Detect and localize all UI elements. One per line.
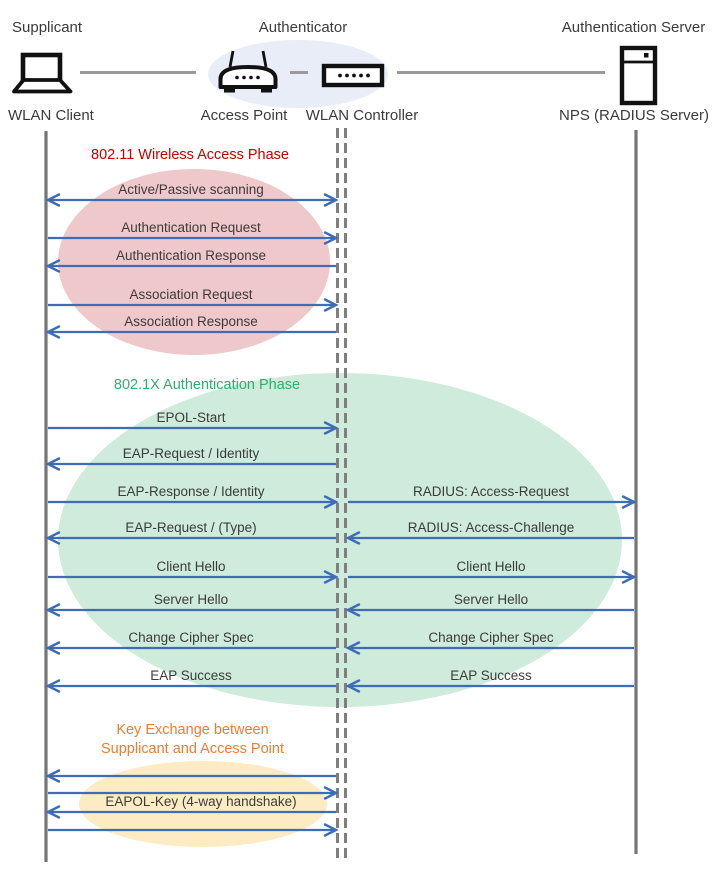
role-label-authenticator: Authenticator: [258, 19, 348, 36]
message-arrow: Authentication Response: [45, 248, 336, 273]
arrowhead-icon: [345, 679, 361, 693]
arrowhead-icon: [345, 531, 361, 545]
message-label: Client Hello: [456, 559, 525, 574]
phase3-ellipse: [79, 761, 327, 847]
server-icon: [619, 45, 658, 106]
message-arrow: Client Hello: [348, 559, 637, 584]
phase3-title-line1: Key Exchange between: [116, 722, 269, 738]
arrowhead-icon: [345, 603, 361, 617]
message-label: Change Cipher Spec: [128, 630, 254, 645]
arrowhead-icon: [621, 570, 637, 584]
message-arrow: EAP Success: [45, 668, 336, 693]
message-label: Association Request: [129, 287, 252, 302]
arrowhead-icon: [323, 823, 339, 837]
message-arrow: Client Hello: [48, 559, 339, 584]
phase1-ellipse: [58, 169, 330, 355]
message-label: Client Hello: [156, 559, 225, 574]
arrowhead-icon: [45, 193, 61, 207]
arrowhead-icon: [323, 495, 339, 509]
message-arrow: [48, 786, 339, 800]
role-label-authentication-server: Authentication Server: [561, 19, 706, 36]
message-label: EAP Success: [150, 668, 232, 683]
message-label: Server Hello: [454, 592, 528, 607]
message-label: RADIUS: Access-Request: [413, 484, 569, 499]
message-arrow: Authentication Request: [48, 220, 339, 245]
message-arrow: [45, 769, 336, 783]
arrowhead-icon: [323, 231, 339, 245]
arrowhead-icon: [45, 325, 61, 339]
message-arrow: EAP-Response / Identity: [48, 484, 339, 509]
message-label: Authentication Request: [121, 220, 261, 235]
message-label: EAP-Request / (Type): [125, 520, 256, 535]
arrowhead-icon: [45, 679, 61, 693]
arrowhead-icon: [323, 421, 339, 435]
message-label: Change Cipher Spec: [428, 630, 554, 645]
arrowhead-icon: [323, 298, 339, 312]
authenticator-lifeline: [336, 128, 347, 858]
message-arrow: EAPOL-Key (4-way handshake): [45, 794, 336, 819]
arrowhead-icon: [45, 259, 61, 273]
message-arrow: Server Hello: [345, 592, 634, 617]
arrowhead-icon: [45, 769, 61, 783]
access-point-icon: [218, 50, 278, 93]
arrowhead-icon: [621, 495, 637, 509]
message-arrow: RADIUS: Access-Challenge: [345, 520, 634, 545]
message-label: EAPOL-Key (4-way handshake): [105, 794, 296, 809]
arrowhead-icon: [45, 805, 61, 819]
message-arrow: Change Cipher Spec: [345, 630, 634, 655]
device-label-nps-radius-server: NPS (RADIUS Server): [558, 107, 710, 124]
arrowhead-icon: [323, 786, 339, 800]
message-arrow: EAP-Request / Identity: [45, 446, 336, 471]
phase2-ellipse: [58, 373, 622, 707]
message-label: Association Response: [124, 314, 258, 329]
message-label: EPOL-Start: [156, 410, 225, 425]
arrowhead-icon: [323, 570, 339, 584]
arrowhead-icon: [345, 641, 361, 655]
phase1-title: 802.11 Wireless Access Phase: [91, 147, 289, 163]
arrowhead-icon: [45, 457, 61, 471]
message-arrow: Association Request: [48, 287, 339, 312]
message-label: Active/Passive scanning: [118, 182, 264, 197]
message-label: RADIUS: Access-Challenge: [408, 520, 575, 535]
message-arrow: EAP-Request / (Type): [45, 520, 336, 545]
phase2-title: 802.1X Authentication Phase: [113, 377, 301, 393]
phase3-title: Key Exchange between Supplicant and Acce…: [75, 721, 310, 759]
role-label-supplicant: Supplicant: [12, 19, 83, 36]
device-label-wlan-client: WLAN Client: [8, 107, 94, 124]
message-arrow: EAP Success: [345, 668, 634, 693]
message-label: EAP-Request / Identity: [123, 446, 260, 461]
arrowhead-icon: [45, 641, 61, 655]
device-label-access-point: Access Point: [200, 107, 288, 124]
message-arrow: Change Cipher Spec: [45, 630, 336, 655]
arrowhead-icon: [323, 193, 339, 207]
arrowhead-icon: [45, 603, 61, 617]
message-label: Authentication Response: [116, 248, 266, 263]
message-label: EAP-Response / Identity: [117, 484, 264, 499]
arrowhead-icon: [45, 531, 61, 545]
message-arrow: RADIUS: Access-Request: [348, 484, 637, 509]
message-arrow: Association Response: [45, 314, 336, 339]
message-arrow: Server Hello: [45, 592, 336, 617]
device-label-wlan-controller: WLAN Controller: [305, 107, 419, 124]
message-label: Server Hello: [154, 592, 228, 607]
laptop-icon: [12, 52, 73, 94]
message-arrow: EPOL-Start: [48, 410, 339, 435]
message-arrow: Active/Passive scanning: [45, 182, 339, 207]
wlan-controller-icon: [321, 63, 385, 88]
message-label: EAP Success: [450, 668, 532, 683]
phase3-title-line2: Supplicant and Access Point: [101, 741, 284, 757]
message-arrow: [48, 823, 339, 837]
